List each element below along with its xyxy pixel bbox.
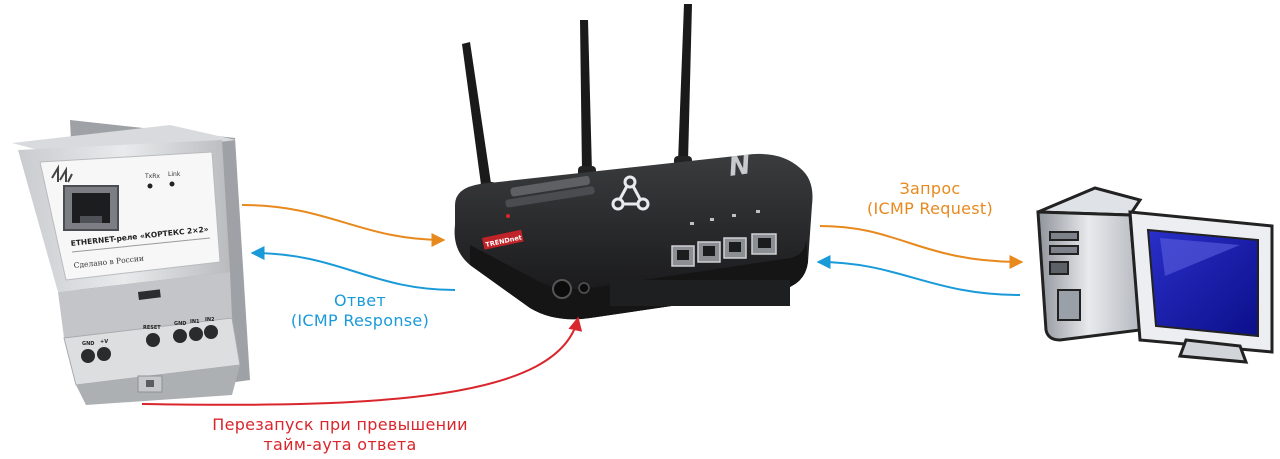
terminal-screw (189, 327, 203, 341)
rj45-latch (80, 216, 102, 223)
antenna-left (462, 42, 492, 192)
response-label-line2: (ICMP Response) (290, 311, 430, 330)
request-label-line2: (ICMP Request) (866, 199, 994, 218)
drive-bay (1049, 261, 1069, 275)
terminal-label: RESET (143, 325, 161, 331)
arrow-response-computer-to-router (816, 255, 1021, 296)
led-label-link: Link (168, 171, 181, 178)
arrow-restart-relay-to-router (141, 316, 583, 406)
reset-hole (578, 282, 590, 294)
terminal-screw (81, 349, 95, 363)
terminal-label: IN1 (190, 319, 200, 325)
power-jack (552, 279, 572, 299)
model-mark: N (727, 150, 753, 183)
arrow-request-relay-to-router (241, 204, 446, 247)
terminal-screw (204, 325, 218, 339)
din-clip-hole (146, 380, 154, 387)
arrow-response-router-to-relay (250, 246, 456, 291)
wireless-router: TRENDnet (454, 4, 813, 320)
relay-label-panel (39, 151, 221, 281)
restart-label: Перезапуск при превышении тайм-аута отве… (180, 415, 500, 455)
response-label: Ответ (ICMP Response) (270, 291, 450, 331)
speaker-grille (610, 280, 790, 306)
arrow-request-router-to-computer (819, 225, 1024, 269)
screen-glare (1160, 238, 1240, 276)
brand-badge (482, 229, 524, 250)
restart-label-line2: тайм-аута ответа (263, 435, 417, 454)
brand-logo-icon (51, 164, 73, 183)
network-logo-icon (611, 175, 650, 211)
antenna-middle (580, 20, 592, 172)
tower-top (1037, 186, 1143, 217)
relay-mid-body (58, 272, 232, 338)
terminal-label: +V (100, 339, 108, 345)
terminal-label: GND (174, 321, 186, 327)
label-divider (71, 237, 211, 253)
terminal-screw (97, 347, 111, 361)
port-indicator-icons (690, 210, 760, 225)
power-led (506, 214, 510, 218)
reset-button (146, 333, 160, 347)
din-slot (138, 289, 161, 300)
led-label-txrx: TxRx (144, 173, 160, 180)
ethernet-ports (671, 233, 777, 267)
ethernet-relay: TxRx Link ETHERNET-реле «КОРТЕКС 2×2» Сд… (12, 120, 250, 405)
tower-panel (1057, 289, 1081, 321)
drive-bay (1049, 231, 1079, 241)
restart-label-line1: Перезапуск при превышении (212, 415, 468, 434)
response-label-line1: Ответ (333, 291, 386, 310)
status-strip (510, 175, 590, 197)
request-label: Запрос (ICMP Request) (850, 179, 1010, 219)
led-link (169, 181, 175, 187)
request-label-line1: Запрос (899, 179, 961, 198)
router-front (470, 240, 808, 320)
drive-bay (1049, 245, 1079, 255)
arrows (141, 204, 1024, 406)
antenna-right (678, 4, 692, 162)
status-strip (505, 186, 595, 208)
monitor-stand (1177, 338, 1249, 364)
terminal-screw (173, 329, 187, 343)
terminal-label: IN2 (205, 317, 215, 323)
led-txrx (147, 183, 153, 189)
computer (1036, 186, 1274, 364)
terminal-label: GND (82, 341, 94, 347)
